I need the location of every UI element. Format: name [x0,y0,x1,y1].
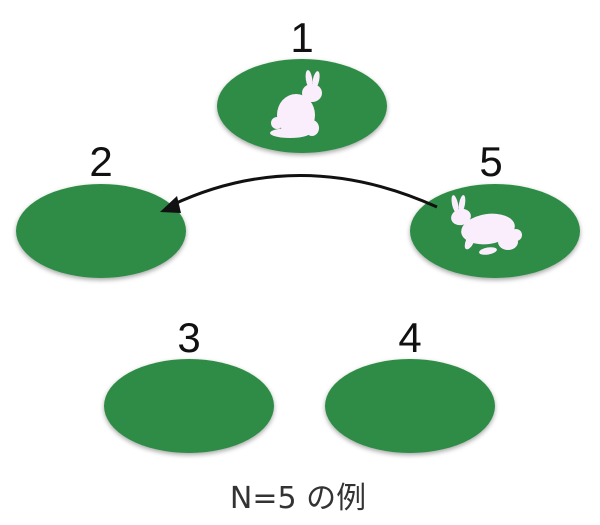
sitting-rabbit-icon [270,70,322,138]
running-rabbit-icon [451,195,522,255]
field-3-ellipse [104,359,274,453]
field-4-ellipse [325,359,495,453]
field-5: 5 [410,138,580,278]
field-4: 4 [325,314,495,453]
field-3-label: 3 [177,314,200,361]
field-4-label: 4 [398,314,421,361]
arrow-line [171,174,438,209]
caption: N=5 の例 [230,481,366,516]
field-1: 1 [217,14,387,153]
field-2: 2 [16,138,186,278]
field-3: 3 [104,314,274,453]
field-1-label: 1 [290,14,313,61]
field-5-label: 5 [479,138,502,185]
field-2-label: 2 [89,138,112,185]
jump-arrow [160,174,438,213]
arrow-head-icon [160,196,181,213]
field-2-ellipse [16,184,186,278]
